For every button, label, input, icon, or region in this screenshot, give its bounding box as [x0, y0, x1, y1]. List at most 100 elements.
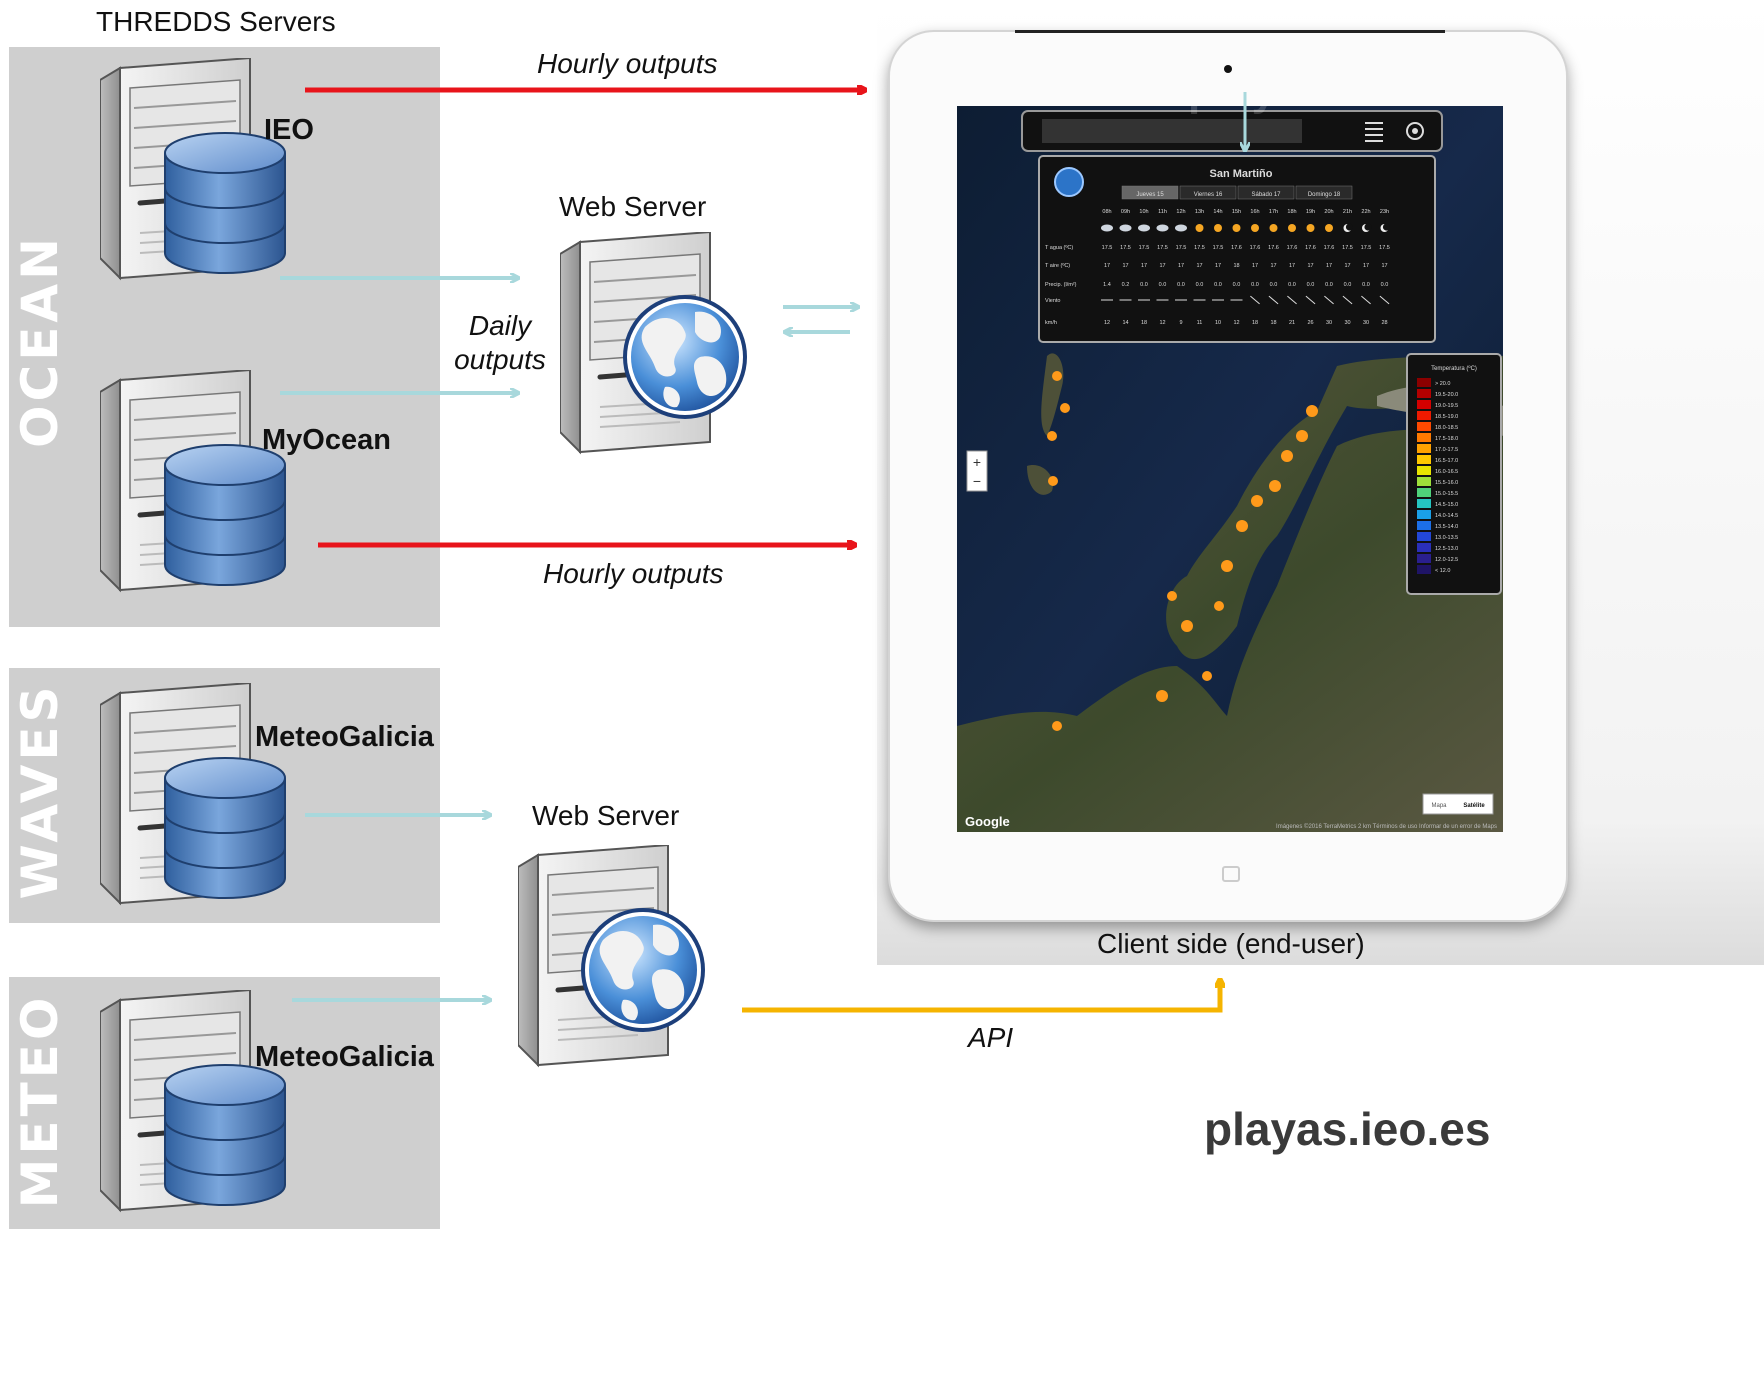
legend-label: 18.5-19.0 — [1435, 414, 1458, 420]
forecast-cell: 17.5 — [1194, 245, 1205, 251]
forecast-cell: 0.0 — [1177, 282, 1185, 288]
forecast-day-label: Domingo 18 — [1308, 192, 1341, 198]
forecast-cell: 1.4 — [1103, 282, 1111, 288]
forecast-cell: 17.5 — [1157, 245, 1168, 251]
forecast-cell: 17 — [1363, 263, 1369, 269]
moon-shadow — [1364, 223, 1372, 231]
meteogalicia-waves-label: MeteoGalicia — [255, 721, 434, 753]
legend-label: 17.0-17.5 — [1435, 447, 1458, 453]
zoom-out-button: − — [973, 473, 981, 489]
forecast-cell: 9 — [1179, 320, 1182, 326]
legend-swatch — [1417, 411, 1431, 420]
legend-items: > 20.019.5-20.019.0-19.518.5-19.018.0-18… — [1417, 378, 1458, 574]
legend-swatch — [1417, 543, 1431, 552]
forecast-cell: 17 — [1178, 263, 1184, 269]
forecast-cell: 18 — [1233, 263, 1239, 269]
sun-icon — [1306, 224, 1315, 232]
site-url[interactable]: playas.ieo.es — [1204, 1103, 1491, 1155]
forecast-cell: 17 — [1196, 263, 1202, 269]
forecast-hour: 13h — [1195, 209, 1204, 215]
forecast-cell: 17 — [1344, 263, 1350, 269]
forecast-cell: 0.0 — [1325, 282, 1333, 288]
forecast-cell: 0.0 — [1159, 282, 1167, 288]
wind-arrow-icon — [1305, 295, 1316, 305]
legend-swatch — [1417, 532, 1431, 541]
forecast-hour: 22h — [1361, 209, 1370, 215]
legend-swatch — [1417, 477, 1431, 486]
hourly-outputs-top-label: Hourly outputs — [537, 48, 718, 79]
forecast-cell: 17.6 — [1250, 245, 1261, 251]
forecast-day-label: Viernes 16 — [1194, 192, 1223, 198]
forecast-cell: 0.0 — [1270, 282, 1278, 288]
forecast-row-label: T aire (ºC) — [1045, 262, 1070, 269]
forecast-hour: 11h — [1158, 209, 1167, 215]
legend-label: 13.5-14.0 — [1435, 524, 1458, 530]
legend-label: 19.0-19.5 — [1435, 403, 1458, 409]
api-arrow — [742, 980, 1220, 1013]
forecast-hour: 10h — [1139, 209, 1148, 215]
tablet-top-edge — [1015, 30, 1445, 33]
forecast-cell: 17 — [1307, 263, 1313, 269]
legend-swatch — [1417, 389, 1431, 398]
forecast-cell: 0.0 — [1233, 282, 1241, 288]
legend-swatch — [1417, 499, 1431, 508]
cloud-icon — [1119, 224, 1132, 232]
wind-arrow-icon — [1287, 295, 1297, 305]
legend-label: 16.0-16.5 — [1435, 469, 1458, 475]
cloud-icon — [1156, 224, 1169, 232]
forecast-day-tab — [1179, 185, 1237, 200]
daily-label-line1: Daily — [468, 310, 532, 341]
forecast-cell: 17.6 — [1287, 245, 1298, 251]
legend-label: 14.5-15.0 — [1435, 502, 1458, 508]
legend-label: 12.0-12.5 — [1435, 557, 1458, 563]
legend-swatch — [1417, 455, 1431, 464]
forecast-cell: 17.6 — [1231, 245, 1242, 251]
legend-swatch — [1417, 521, 1431, 530]
forecast-day-tab — [1121, 185, 1179, 200]
zoom-in-button: + — [973, 454, 981, 470]
forecast-cell: 0.0 — [1140, 282, 1148, 288]
forecast-cell: 17 — [1326, 263, 1332, 269]
satellite-type-button: Satélite — [1463, 803, 1485, 809]
client-caption: Client side (end-user) — [1097, 928, 1365, 959]
wind-arrow-icon — [1379, 295, 1390, 305]
forecast-row-label: km/h — [1045, 320, 1057, 326]
forecast-cell: 17.5 — [1102, 245, 1113, 251]
legend-swatch — [1417, 488, 1431, 497]
map-attribution: Imágenes ©2016 TerraMetrics 2 km Término… — [1276, 823, 1497, 830]
legend-swatch — [1417, 444, 1431, 453]
legend-label: 19.5-20.0 — [1435, 392, 1458, 398]
forecast-cell: 17 — [1252, 263, 1258, 269]
forecast-hour: 21h — [1343, 209, 1352, 215]
thredds-title: THREDDS Servers — [96, 6, 336, 37]
map-type-button: Mapa — [1431, 803, 1447, 809]
forecast-hour: 12h — [1176, 209, 1185, 215]
forecast-day-label: Sábado 17 — [1251, 192, 1281, 198]
meteogalicia-meteo-label: MeteoGalicia — [255, 1041, 434, 1073]
forecast-cell: 0.0 — [1251, 282, 1259, 288]
forecast-hour: 23h — [1380, 209, 1389, 215]
forecast-cell: 26 — [1307, 320, 1313, 326]
forecast-cell: 11 — [1197, 320, 1203, 326]
legend-swatch — [1417, 554, 1431, 563]
moon-shadow — [1382, 223, 1391, 231]
sun-icon — [1288, 224, 1296, 232]
sun-icon — [1251, 224, 1259, 232]
tablet-home-button[interactable] — [1222, 866, 1240, 882]
forecast-hour: 15h — [1232, 209, 1241, 215]
forecast-cell: 18 — [1270, 320, 1276, 326]
forecast-hour: 20h — [1324, 209, 1333, 215]
legend-swatch — [1417, 433, 1431, 442]
forecast-hour: 19h — [1306, 209, 1315, 215]
api-label: API — [968, 1022, 1014, 1053]
sun-icon — [1325, 224, 1333, 232]
forecast-cell: 12 — [1104, 320, 1110, 326]
forecast-cell: 17.6 — [1305, 245, 1316, 251]
forecast-cell: 0.0 — [1196, 282, 1204, 288]
forecast-day-label: Jueves 15 — [1136, 192, 1164, 198]
legend-swatch — [1417, 466, 1431, 475]
google-logo: Google — [965, 814, 1010, 829]
forecast-cell: 0.2 — [1122, 282, 1130, 288]
forecast-cell: 18 — [1141, 320, 1147, 326]
forecast-cell: 17 — [1104, 263, 1110, 269]
